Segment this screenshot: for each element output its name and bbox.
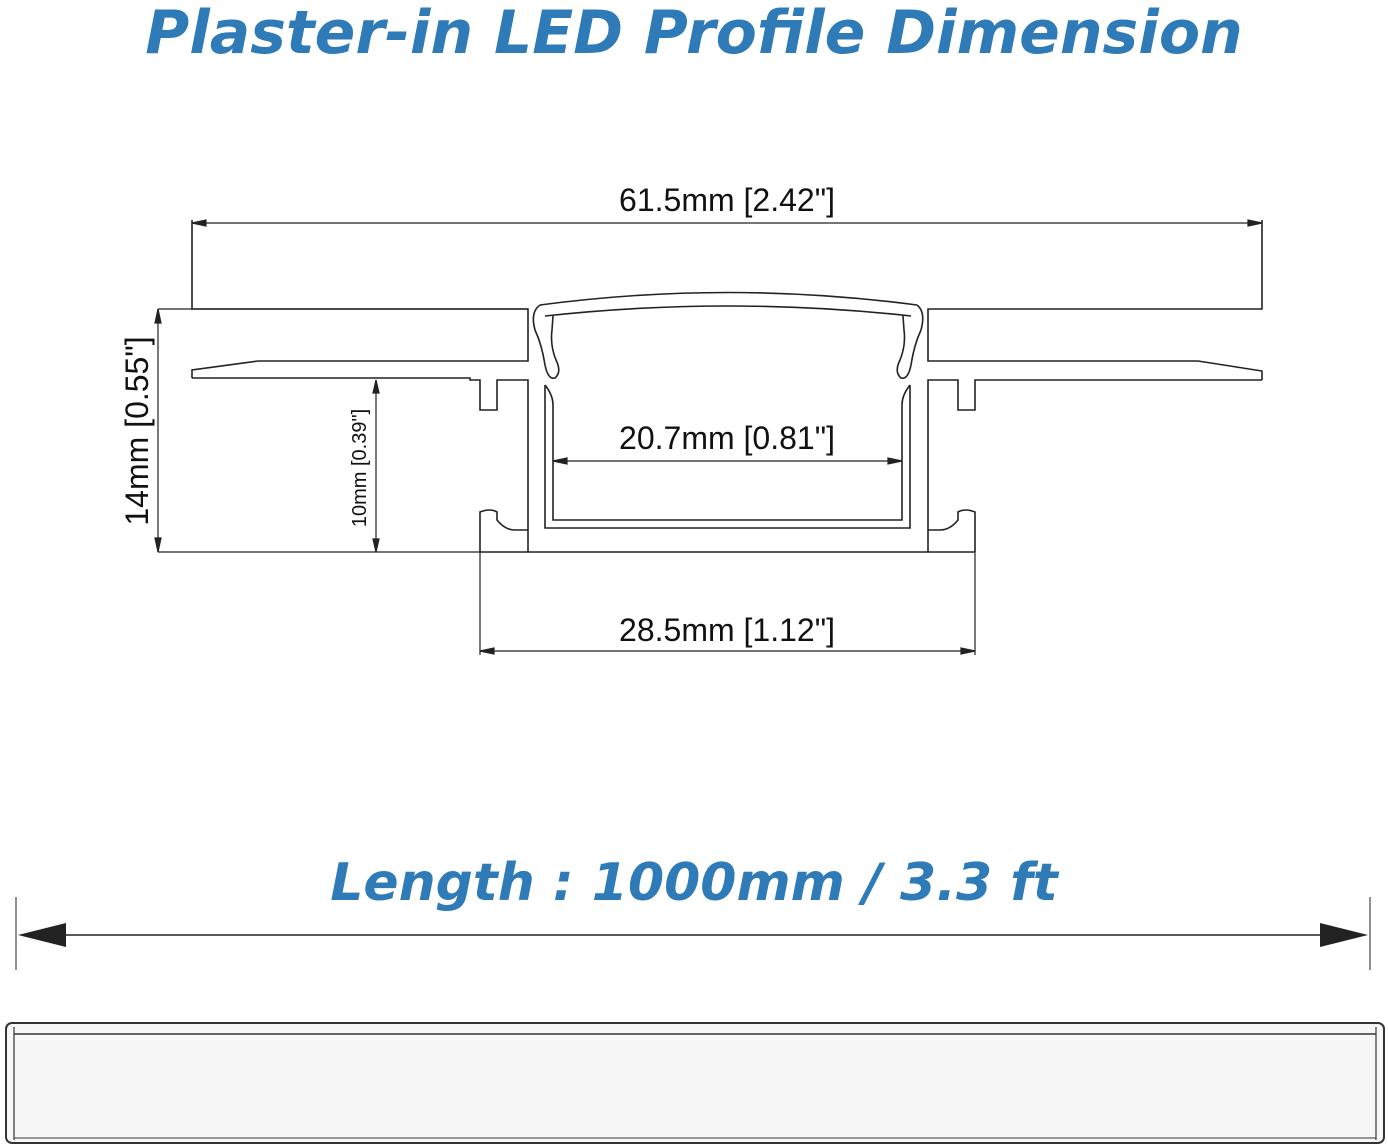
left-flange-outline — [191, 220, 529, 378]
inner-channel — [544, 385, 911, 529]
side-view-outer — [5, 1022, 1385, 1144]
arrowhead — [552, 457, 568, 465]
arrowhead — [1247, 219, 1263, 227]
bottom-width-label: 28.5mm [1.12"] — [619, 612, 835, 648]
dimension-lines — [154, 219, 1263, 655]
diffuser-inner — [544, 305, 912, 317]
inner-channel-wall — [544, 384, 911, 521]
length-label: Length : 1000mm / 3.3 ft — [330, 853, 1058, 913]
length-indicator — [15, 897, 1371, 970]
arrowhead — [372, 538, 380, 553]
left-arrowhead-icon — [18, 923, 66, 947]
cross-section-profile — [191, 220, 1263, 553]
diffuser-left-clip — [532, 304, 560, 380]
arrowhead — [154, 308, 162, 324]
arrowhead — [372, 379, 380, 394]
page-title: Plaster-in LED Profile Dimension — [145, 0, 1243, 68]
dimension-labels: 61.5mm [2.42"] 20.7mm [0.81"] 28.5mm [1.… — [119, 182, 835, 648]
profile-side-view — [5, 1022, 1385, 1144]
left-flange-bottom — [192, 377, 529, 552]
left-lower-hook — [479, 509, 528, 552]
arrowhead — [960, 647, 976, 655]
arrowhead — [154, 537, 162, 553]
diffuser-top — [539, 291, 918, 306]
right-flange-outline — [927, 220, 1263, 380]
arrowhead — [191, 219, 207, 227]
height-label: 14mm [0.55"] — [119, 336, 155, 525]
right-lower-hook — [928, 509, 976, 552]
right-arrowhead-icon — [1320, 923, 1368, 947]
diffuser-right-clip — [896, 304, 924, 380]
right-flange-bottom — [927, 379, 1262, 552]
overall-width-label: 61.5mm [2.42"] — [619, 182, 835, 218]
arrowhead — [887, 457, 903, 465]
inner-width-label: 20.7mm [0.81"] — [619, 420, 835, 456]
inner-height-label: 10mm [0.39"] — [349, 409, 371, 527]
arrowhead — [479, 647, 495, 655]
